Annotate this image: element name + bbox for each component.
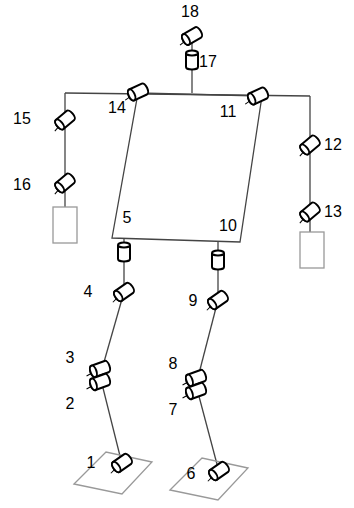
joint-symbols: [50, 26, 322, 485]
joint-symbol: [108, 281, 135, 305]
joint-symbol: [242, 86, 270, 107]
callout-number: 5: [123, 209, 132, 227]
joint-symbol: [50, 109, 77, 134]
joint-symbol: [212, 251, 224, 270]
callout-number: 16: [13, 176, 31, 194]
callout-number: 8: [169, 355, 178, 373]
callout-number: 9: [189, 292, 198, 310]
links: [53, 40, 324, 500]
callout-number: 14: [108, 99, 126, 117]
joint-symbol: [203, 460, 230, 484]
joint-symbol: [202, 289, 229, 313]
callout-number: 6: [187, 465, 196, 483]
callout-number: 18: [181, 3, 199, 21]
callout-number: 17: [199, 53, 217, 71]
joint-symbol: [50, 172, 77, 197]
callout-number: 13: [324, 203, 342, 221]
callout-number: 15: [13, 110, 31, 128]
joint-symbol: [295, 134, 322, 159]
callout-number: 12: [324, 136, 342, 154]
callout-number: 7: [169, 401, 178, 419]
joint-symbol: [180, 382, 208, 402]
joint-symbol: [118, 243, 130, 262]
joint-symbol: [186, 51, 198, 70]
joint-symbol: [122, 82, 150, 103]
joint-symbol: [295, 201, 322, 226]
callout-number: 3: [66, 349, 75, 367]
joint-symbol: [84, 373, 112, 393]
callout-number: 1: [87, 454, 96, 472]
callout-number: 11: [220, 103, 237, 121]
callout-number: 10: [219, 217, 237, 235]
callout-number: 4: [84, 283, 93, 301]
joint-symbol: [176, 26, 204, 49]
joint-symbol: [106, 452, 133, 476]
callout-number: 2: [66, 395, 75, 413]
